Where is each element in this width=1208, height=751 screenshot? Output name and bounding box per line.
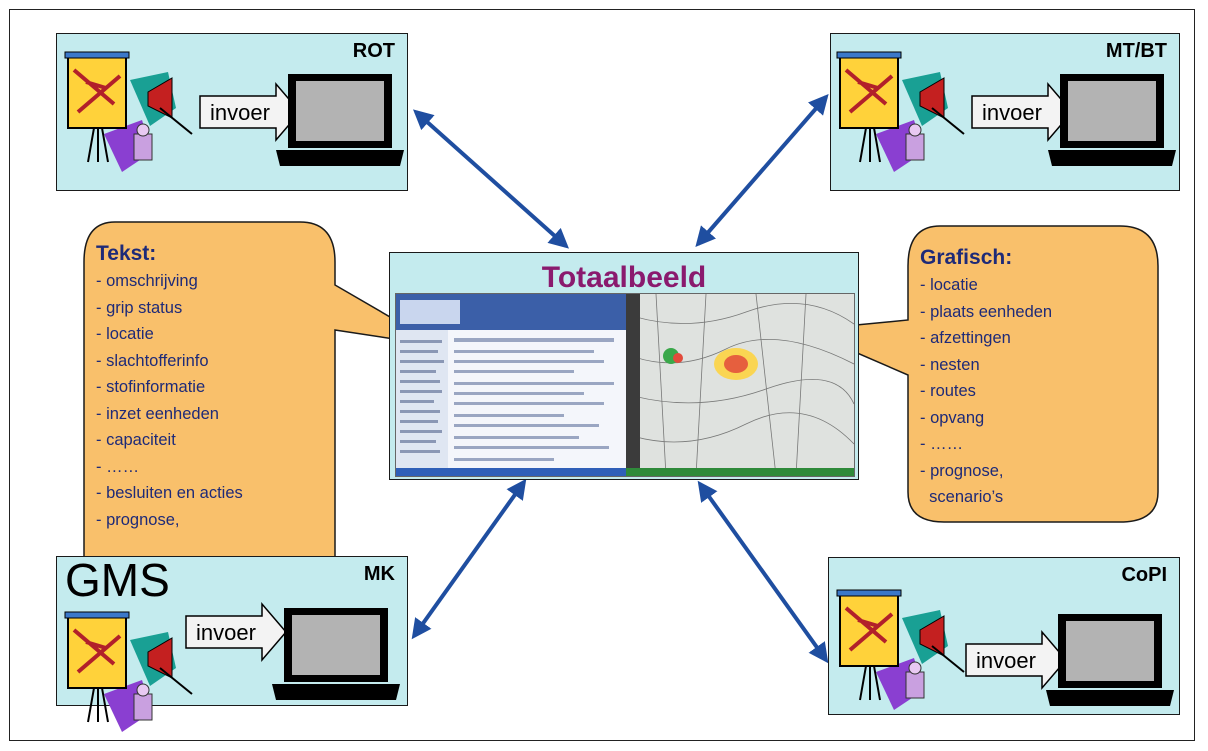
screenshot-map-pane <box>625 294 854 476</box>
grafisch-bubble: Grafisch: - locatie - plaats eenheden - … <box>920 244 1052 511</box>
grafisch-title: Grafisch: <box>920 246 1013 269</box>
arrow-mtbt-center <box>695 93 829 248</box>
totaalbeeld-panel: Totaalbeeld <box>389 252 859 480</box>
grafisch-item: - prognose, <box>920 461 1004 480</box>
screenshot-text-pane <box>396 294 626 476</box>
arrow-copi-center <box>697 480 829 664</box>
arrow-mk-center <box>411 478 527 640</box>
tekst-item: - besluiten en acties <box>96 484 243 502</box>
mk-clipart <box>63 610 194 734</box>
tekst-item: - prognose, <box>96 510 180 529</box>
grafisch-item: - plaats eenheden <box>920 302 1053 321</box>
tekst-item: - inzet eenheden <box>96 404 219 423</box>
rot-invoer-label: invoer <box>210 100 270 125</box>
grafisch-item: - …… <box>920 435 964 453</box>
mtbt-laptop-icon <box>1048 74 1176 166</box>
mtbt-clipart <box>835 50 966 174</box>
tekst-item: - stofinformatie <box>96 378 206 396</box>
rot-clipart <box>63 50 194 174</box>
gms-label: GMS <box>65 554 170 606</box>
grafisch-item: - nesten <box>920 355 980 374</box>
totaalbeeld-screenshot <box>395 293 855 477</box>
screenshot-map-pane-drawing <box>625 294 854 476</box>
grafisch-item: - locatie <box>920 276 978 294</box>
rot-laptop-icon <box>276 74 404 166</box>
screenshot-text-pane-drawing <box>396 294 626 476</box>
grafisch-item: - opvang <box>920 408 985 427</box>
copi-clipart <box>835 588 966 712</box>
node-mtbt-label: MT/BT <box>1105 40 1167 62</box>
node-rot-label: ROT <box>352 40 395 62</box>
mk-laptop-icon <box>272 608 400 700</box>
tekst-item: - capaciteit <box>96 431 176 449</box>
grafisch-item: - afzettingen <box>920 329 1011 347</box>
mtbt-invoer-label: invoer <box>982 100 1042 125</box>
tekst-item: - omschrijving <box>96 272 198 290</box>
tekst-item: - slachtofferinfo <box>96 351 209 370</box>
mk-invoer-label: invoer <box>196 620 256 645</box>
diagram-frame <box>9 9 1195 741</box>
tekst-item: - grip status <box>96 298 183 317</box>
tekst-title: Tekst: <box>96 242 157 265</box>
copi-laptop-icon <box>1046 614 1174 706</box>
totaalbeeld-title: Totaalbeeld <box>541 261 707 294</box>
arrow-rot-center <box>413 109 569 249</box>
tekst-bubble: Tekst: - omschrijving - grip status - lo… <box>96 240 243 533</box>
tekst-item: - …… <box>96 457 140 476</box>
copi-invoer-label: invoer <box>976 648 1036 673</box>
node-copi-label: CoPI <box>1121 564 1167 586</box>
node-mk-label: MK <box>363 563 395 585</box>
grafisch-item: scenario’s <box>920 488 1004 506</box>
tekst-item: - locatie <box>96 325 154 343</box>
grafisch-item: - routes <box>920 382 976 400</box>
